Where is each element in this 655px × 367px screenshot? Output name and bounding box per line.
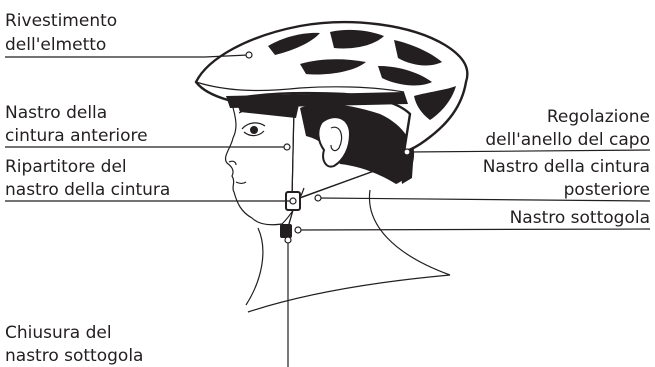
neck-back	[248, 190, 450, 312]
mouth	[236, 182, 246, 184]
chin-buckle	[280, 224, 292, 238]
label-buckle-1: Chiusura del	[5, 323, 112, 343]
neck-outline	[246, 228, 263, 305]
label-shell-1: Rivestimento	[5, 11, 117, 31]
label-rear-strap-1: Nastro della cintura	[483, 157, 650, 177]
label-adjust-ring-2: dell'anello del capo	[485, 130, 650, 150]
face-profile	[226, 104, 282, 225]
label-adjust-ring-1: Regolazione	[547, 107, 650, 127]
nostril	[229, 161, 236, 165]
hair	[300, 104, 414, 184]
label-chin-strap: Nastro sottogola	[510, 208, 650, 228]
label-front-strap-1: Nastro della	[5, 103, 107, 123]
label-rear-strap-2: posteriore	[564, 180, 650, 200]
label-buckle-2: nastro sottogola	[5, 346, 143, 366]
label-front-strap-2: cintura anteriore	[5, 126, 148, 146]
label-divider-2: nastro della cintura	[5, 180, 170, 200]
label-shell-2: dell'elmetto	[5, 35, 106, 55]
label-divider-1: Ripartitore del	[5, 157, 127, 177]
